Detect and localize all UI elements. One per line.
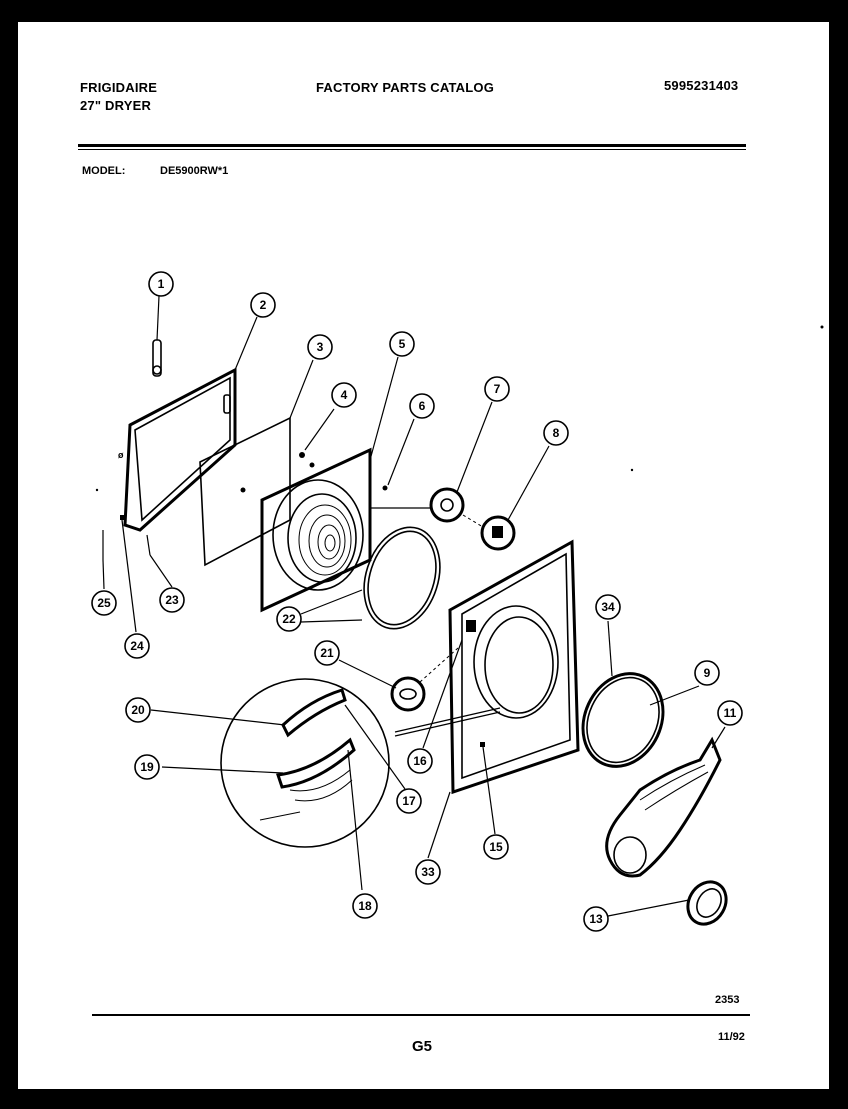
header-rule	[78, 144, 746, 147]
duct-ring	[581, 672, 665, 768]
svg-text:25: 25	[97, 596, 111, 610]
catch-assembly	[390, 647, 501, 737]
svg-text:1: 1	[158, 277, 165, 291]
screw-part-4	[299, 452, 305, 458]
svg-text:18: 18	[358, 899, 372, 913]
header-rule-thin	[78, 149, 746, 150]
callout-25: 25	[91, 590, 117, 616]
svg-text:5: 5	[399, 337, 406, 351]
callout-21: 21	[314, 640, 340, 666]
callout-9: 9	[694, 660, 720, 686]
callout-15: 15	[483, 834, 509, 860]
catalog-title: FACTORY PARTS CATALOG	[316, 80, 495, 95]
door-gasket-inner	[367, 530, 437, 626]
svg-text:3: 3	[317, 340, 324, 354]
lint-duct	[605, 736, 722, 878]
callout-19: 19	[134, 754, 160, 780]
callout-17: 17	[396, 788, 422, 814]
svg-text:20: 20	[131, 703, 145, 717]
leader-lines	[102, 295, 726, 917]
svg-text:ø: ø	[118, 450, 124, 460]
door-strike	[480, 515, 516, 551]
scan-speck	[834, 46, 838, 50]
seal-ring	[686, 880, 728, 926]
door-liner-with-window	[260, 447, 372, 613]
screw-part-4b	[309, 462, 315, 468]
callout-16: 16	[407, 748, 433, 774]
callout-2: 2	[250, 292, 276, 318]
svg-text:21: 21	[320, 646, 334, 660]
scan-speck	[820, 325, 824, 329]
model-label: MODEL:	[82, 165, 126, 177]
scan-speck	[95, 488, 99, 492]
inner-door-panel	[199, 416, 291, 567]
svg-text:6: 6	[419, 399, 426, 413]
svg-text:2: 2	[260, 298, 267, 312]
outer-door-panel: ø	[118, 367, 237, 532]
svg-text:16: 16	[413, 754, 427, 768]
date-code: 11/92	[718, 1031, 745, 1043]
drawing-number: 2353	[715, 994, 740, 1006]
callout-34: 34	[595, 594, 621, 620]
scan-speck	[630, 468, 634, 472]
svg-text:8: 8	[553, 426, 560, 440]
model-value: DE5900RW*1	[160, 165, 229, 177]
page-code: G5	[412, 1038, 433, 1055]
callout-24: 24	[124, 633, 150, 659]
svg-text:19: 19	[140, 760, 154, 774]
svg-text:24: 24	[130, 639, 144, 653]
hinge-part	[152, 339, 162, 377]
catch-to-strike-guide	[462, 514, 484, 528]
duct-ring-inner	[586, 676, 660, 764]
callout-13: 13	[583, 906, 609, 932]
detail-magnifier	[220, 678, 390, 848]
brand-name: FRIGIDAIRE	[80, 80, 158, 95]
callout-3: 3	[307, 334, 333, 360]
svg-text:17: 17	[402, 794, 416, 808]
svg-text:34: 34	[601, 600, 615, 614]
footer-rule	[92, 1014, 750, 1016]
callout-1: 1	[148, 271, 174, 297]
front-panel	[448, 539, 580, 795]
product-name: 27" DRYER	[80, 98, 152, 113]
svg-text:23: 23	[165, 593, 179, 607]
svg-text:7: 7	[494, 382, 501, 396]
svg-text:15: 15	[489, 840, 503, 854]
part-23-marker	[146, 534, 151, 556]
callout-18: 18	[352, 893, 378, 919]
svg-text:11: 11	[724, 706, 737, 720]
part-24-marker	[120, 515, 125, 520]
door-catch	[370, 487, 465, 523]
svg-text:33: 33	[421, 865, 435, 879]
callout-20: 20	[125, 697, 151, 723]
svg-text:4: 4	[341, 388, 348, 402]
callout-5: 5	[389, 331, 415, 357]
svg-text:9: 9	[704, 666, 711, 680]
callout-8: 8	[543, 420, 569, 446]
callout-6: 6	[409, 393, 435, 419]
svg-text:22: 22	[282, 612, 296, 626]
callout-23: 23	[159, 587, 185, 613]
paper-sheet	[18, 22, 829, 1089]
callout-4: 4	[331, 382, 357, 408]
scan-speck	[830, 88, 834, 92]
callout-33: 33	[415, 859, 441, 885]
door-gasket	[363, 526, 441, 630]
pin-part-6	[382, 485, 388, 491]
svg-text:13: 13	[589, 912, 603, 926]
callout-11: 11	[717, 700, 743, 726]
callout-22: 22	[276, 606, 302, 632]
catalog-number: 5995231403	[664, 78, 739, 93]
callout-7: 7	[484, 376, 510, 402]
